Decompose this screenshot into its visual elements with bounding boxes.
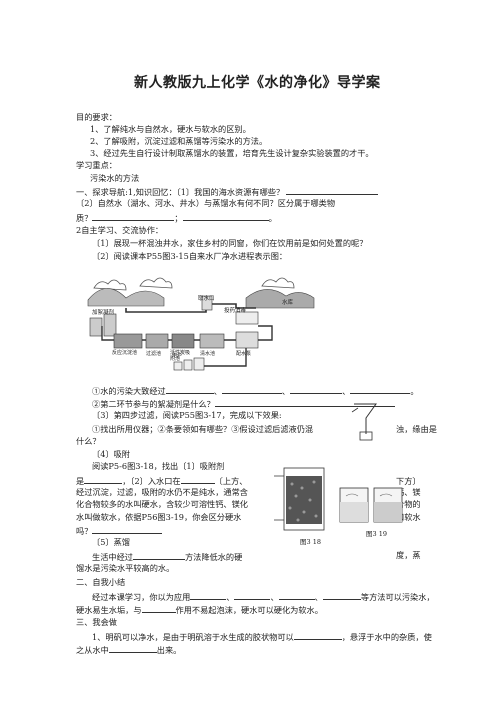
s2-line2: 〔1〕展现一杯混浊井水，家住乡村的同窗，你们在饮用前是如何处置的呢？ [92,238,368,248]
house-icon [193,357,205,371]
q4: ①找出所用仪器；②条要领如有哪些？③假设过滤后滤液仍混 [92,424,314,434]
s2-line3: 〔2〕阅读课本P55图3-15自来水厂净水进程表示图： [92,251,288,261]
label-user: 用户 [172,353,183,359]
blank[interactable] [182,211,269,221]
filter-basin [145,333,169,349]
fig-3-19-caption: 图3 19 [366,530,387,538]
cloud-icon [261,277,295,289]
s4-line1: 1、明矾可以净水，是由于明矾溶于水生成的胶状物可以，悬浮于水中的杂质，使 [92,630,432,642]
s1-line3: 质？；。 [76,211,277,223]
s3-line1: 经过本课学习，你以为应用、、、等方法可以污染水， [92,590,435,602]
label-reaction: 反应沉淀池 [112,350,138,356]
goals-heading: 目的要求： [76,112,117,122]
fig-3-18-caption: 图3 18 [300,538,321,546]
blank[interactable] [234,590,271,600]
label-filter: 过滤池 [146,351,162,357]
funnel-icon [351,403,377,441]
q10: 水叫做软水，依据P56图3-19，你会区分硬水 [76,512,242,522]
q10b: 和软水 [396,512,421,522]
q4b: 浊，缘由是 [396,424,437,434]
goal-item: 2、了解吸附，沉淀过滤和蒸馏等污染水的方法。 [90,136,268,146]
blank[interactable] [92,211,175,221]
label-pump: 配水泵 [236,351,252,357]
reaction-basin [113,333,143,349]
beakers-figure [339,487,403,523]
reservoir-shape [245,289,315,309]
label-reservoir: 水库 [282,300,294,306]
blank[interactable] [221,384,282,394]
blank[interactable] [322,590,361,600]
s4-heading: 三、我会做 [76,617,117,627]
blank[interactable] [165,384,214,394]
q13c: 度，蒸 [396,550,421,560]
flow-diagram-svg [87,277,315,371]
label-carbon: 活性炭吸附池 [170,350,191,362]
cloud-icon [139,277,173,289]
s1-line1: 一、探求导航:1,知识回忆：〔1〕我国的海水资源有哪些？ [76,185,379,198]
s3-line2: 硬水易生水垢，与作用不易起泡沫，硬水可以硬化为软水。 [76,603,323,615]
s2-line1: 2自主学习、交流协作： [76,225,164,235]
page-title: 新人教版九上化学《水的净化》导学案 [134,75,381,91]
goal-item: 1、了解纯水与自然水，硬水与软水的区别。 [90,124,251,134]
blank[interactable] [132,550,185,560]
q9: 化合物较多的水叫硬水，含较少可溶性钙、镁化 [76,499,248,509]
tank [89,317,103,337]
house-icon [183,359,193,371]
goal-item: 3、经过先生自行设计制取蒸馏水的装置，培育先生设计复杂实验装置的才干。 [90,148,374,158]
s3-heading: 二、自我小结 [76,577,126,587]
label-disinfect: 投药消毒 [224,308,247,314]
pipe [204,348,247,367]
blank[interactable] [92,524,163,534]
clean-basin [199,333,225,349]
key-text: 污染水的方法 [90,173,140,183]
q2: ②第二环节参与的絮凝剂是什么？ [92,397,395,410]
q6: 阅读P5-6图3-18，找出〔1〕吸附剂 [92,461,225,471]
label-clean: 清水池 [200,351,216,357]
q12: 〔5〕蒸馏 [92,537,130,547]
q4c: 什么？ [76,436,101,446]
blank[interactable] [84,474,123,484]
tank [103,313,117,337]
q9b: 合物的 [396,499,421,509]
pipe [101,325,273,341]
label-intake: 取水口 [198,296,215,302]
q1: ①水的污染大致经过、、、。 [92,384,419,396]
blank[interactable] [141,603,176,613]
blank[interactable] [293,630,342,640]
adsorption-column-figure [274,467,325,531]
cloud-icon [93,279,127,291]
q7: 是，〔2〕入水口在〔上方、 [76,474,248,486]
blank[interactable] [108,643,157,653]
blank[interactable] [286,185,379,195]
blank[interactable] [350,384,411,394]
blank[interactable] [278,590,315,600]
q7d: 下方〕 [396,476,421,486]
key-heading: 学习重点： [76,160,117,170]
label-flocculant: 加絮凝剂 [92,310,115,316]
q13: 生活中经过方法降低水的硬 [92,550,243,562]
house-icon [173,361,183,371]
q3: 〔3〕第四步过滤，阅读P55图3-17，完成以下效果: [92,410,282,420]
water-treatment-diagram: 取水口 投药消毒 水库 加絮凝剂 反应沉淀池 过滤池 活性炭吸附池 清水池 配水… [86,268,318,374]
q5: 〔4〕吸附 [92,449,130,459]
blank[interactable] [214,397,395,407]
blank[interactable] [180,474,215,484]
q8b: 钙、镁 [396,487,421,497]
pump-house [235,331,259,349]
blank[interactable] [190,590,227,600]
s1-line2: 〔2〕自然水（湖水、河水、井水）与蒸馏水有何不同？区分属于哪类物 [76,198,336,208]
q11: 吗？ [76,524,163,537]
hill-shape [87,288,165,307]
q8: 经过沉淀，过滤，吸附的水仍不是纯水，通常含 [76,487,248,497]
intake-box [201,295,213,311]
carbon-basin [171,333,195,349]
blank[interactable] [290,384,343,394]
disinfect-tank [235,311,259,325]
s4-line2: 之从水中出来。 [76,643,182,655]
q14: 馏水是污染水平较高的水。 [76,563,175,573]
